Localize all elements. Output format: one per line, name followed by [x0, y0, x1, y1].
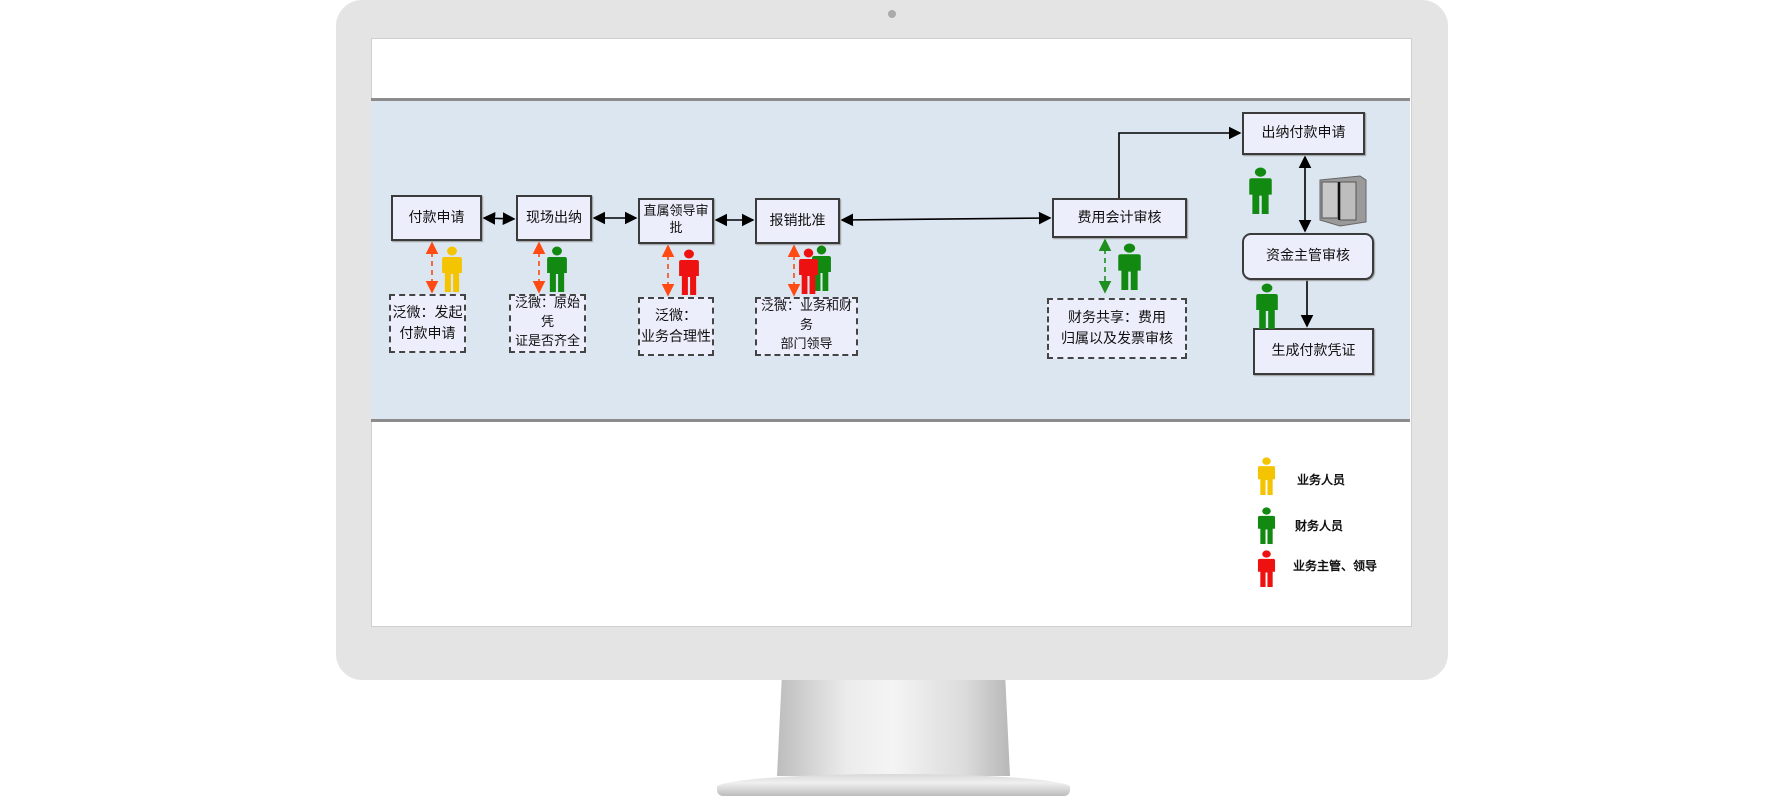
- arrow-4-5: [840, 211, 1052, 227]
- legend-green-person-icon: [1257, 507, 1276, 544]
- note-line: 泛微：: [655, 308, 697, 325]
- step-cashier-payment-request: 出纳付款申请: [1242, 112, 1365, 155]
- monitor-stand-base: [717, 774, 1070, 796]
- note-2: 泛微：原始凭证是否齐全: [509, 294, 586, 353]
- note-line: 泛微：发起: [392, 305, 463, 322]
- arrow-1-2: [482, 211, 516, 226]
- note-1: 泛微：发起付款申请: [389, 294, 466, 353]
- note-line: 付款申请: [399, 325, 456, 342]
- note-3: 泛微： 业务合理性: [638, 297, 714, 356]
- monitor-stand-neck: [777, 680, 1010, 776]
- step-expense-accounting-review: 费用会计审核: [1052, 198, 1187, 238]
- server-cabinet-icon: [1319, 175, 1367, 227]
- legend-red-person-icon: [1257, 550, 1276, 587]
- person-finance-staff-icon: [1255, 283, 1279, 329]
- note-line: 泛微：原始凭: [514, 296, 580, 331]
- note-line: 业务合理性: [641, 328, 711, 345]
- person-business-leader-icon: [798, 248, 819, 294]
- note-4: 泛微：业务和财务部门领导: [755, 297, 858, 356]
- arrow-5-6: [1118, 126, 1242, 198]
- legend-yellow-person-icon: [1257, 457, 1276, 495]
- note-5: 财务共享：费用归属以及发票审核: [1047, 298, 1187, 359]
- legend-label-business-leader: 业务主管、领导: [1293, 559, 1378, 573]
- note-line: 泛微：业务和财务: [760, 299, 852, 334]
- step-generate-payment-voucher: 生成付款凭证: [1253, 328, 1374, 375]
- person-finance-staff-icon: [1248, 167, 1273, 214]
- note-line: 部门领导: [780, 336, 833, 352]
- step-direct-leader-approval: 直属领导审批: [638, 198, 714, 244]
- legend-label-finance-staff: 财务人员: [1295, 519, 1344, 533]
- step-fund-supervisor-review: 资金主管审核: [1242, 233, 1374, 280]
- note-line: 财务共享：费用: [1068, 310, 1166, 327]
- step-onsite-cashier: 现场出纳: [516, 195, 592, 241]
- note-line: 证是否齐全: [514, 333, 580, 349]
- legend-label-business-staff: 业务人员: [1297, 473, 1346, 487]
- person-finance-staff-icon: [546, 246, 568, 292]
- person-business-leader-icon: [678, 249, 700, 295]
- person-business-staff-icon: [441, 246, 463, 292]
- camera-icon: [888, 10, 896, 18]
- note-line: 归属以及发票审核: [1061, 330, 1173, 347]
- step-reimbursement-approval: 报销批准: [755, 198, 840, 244]
- person-finance-staff-icon: [1117, 243, 1142, 290]
- step-payment-request: 付款申请: [391, 195, 482, 241]
